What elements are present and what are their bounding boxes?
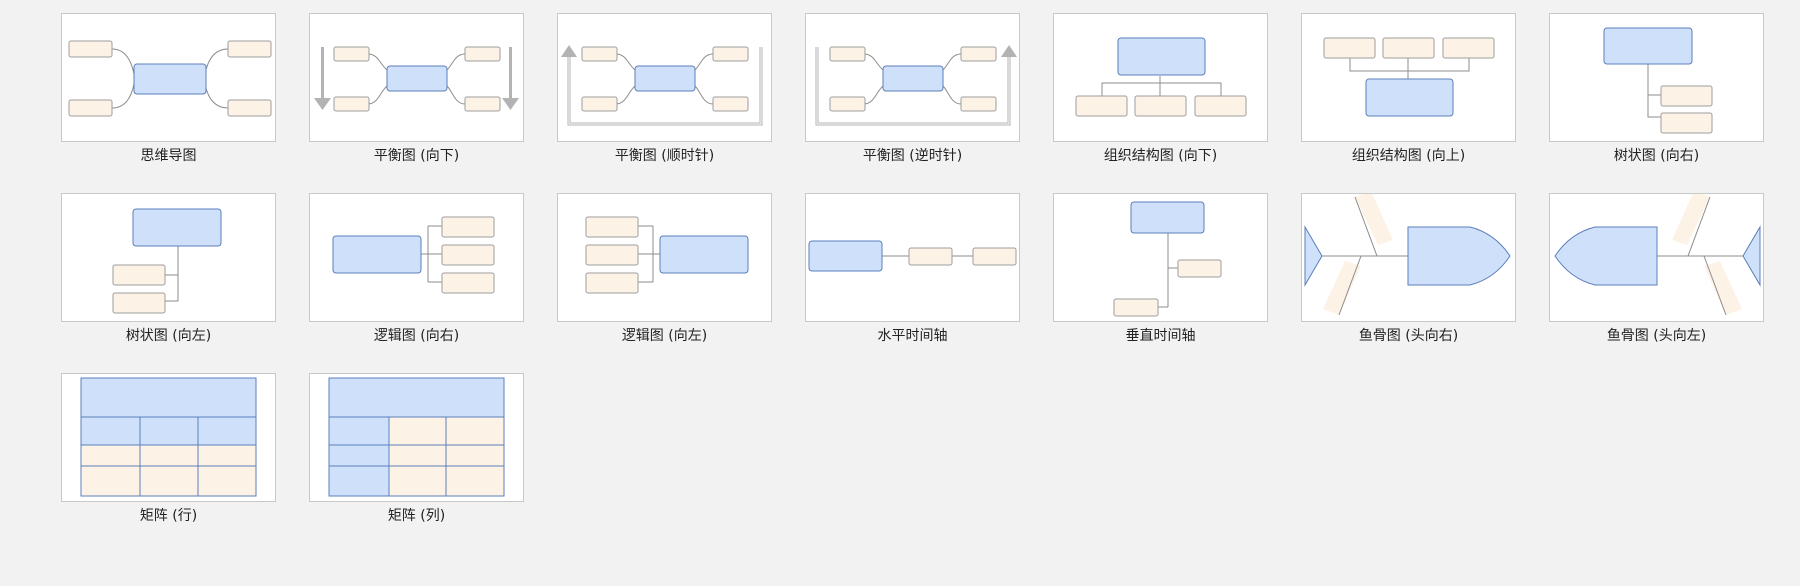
template-balance-ccw[interactable]: 平衡图 (逆时针) (805, 13, 1020, 165)
template-label: 矩阵 (列) (387, 508, 446, 524)
template-label: 逻辑图 (向左) (621, 328, 708, 344)
template-matrix-col[interactable]: 矩阵 (列) (309, 373, 524, 525)
template-label: 组织结构图 (向下) (1103, 148, 1218, 164)
thumbnail-timeline-h (805, 193, 1020, 322)
template-tree-left[interactable]: 树状图 (向左) (61, 193, 276, 345)
template-logic-left[interactable]: 逻辑图 (向左) (557, 193, 772, 345)
thumbnail-org-down (1053, 13, 1268, 142)
template-tree-right[interactable]: 树状图 (向右) (1549, 13, 1764, 165)
thumbnail-tree-right (1549, 13, 1764, 142)
thumbnail-matrix-col (309, 373, 524, 502)
template-label: 平衡图 (向下) (373, 148, 460, 164)
template-label: 鱼骨图 (头向左) (1606, 328, 1707, 344)
template-logic-right[interactable]: 逻辑图 (向右) (309, 193, 524, 345)
template-timeline-v[interactable]: 垂直时间轴 (1053, 193, 1268, 345)
template-label: 树状图 (向右) (1613, 148, 1700, 164)
template-org-up[interactable]: 组织结构图 (向上) (1301, 13, 1516, 165)
template-mindmap[interactable]: 思维导图 (61, 13, 276, 165)
template-label: 矩阵 (行) (139, 508, 198, 524)
template-label: 逻辑图 (向右) (373, 328, 460, 344)
template-label: 水平时间轴 (877, 328, 948, 344)
thumbnail-logic-right (309, 193, 524, 322)
thumbnail-logic-left (557, 193, 772, 322)
thumbnail-balance-cw (557, 13, 772, 142)
thumbnail-balance-down (309, 13, 524, 142)
template-matrix-row[interactable]: 矩阵 (行) (61, 373, 276, 525)
template-label: 树状图 (向左) (125, 328, 212, 344)
thumbnail-mindmap (61, 13, 276, 142)
template-timeline-h[interactable]: 水平时间轴 (805, 193, 1020, 345)
template-label: 平衡图 (顺时针) (614, 148, 715, 164)
thumbnail-fishbone-right (1301, 193, 1516, 322)
thumbnail-org-up (1301, 13, 1516, 142)
template-label: 组织结构图 (向上) (1351, 148, 1466, 164)
thumbnail-fishbone-left (1549, 193, 1764, 322)
template-balance-cw[interactable]: 平衡图 (顺时针) (557, 13, 772, 165)
template-fishbone-left[interactable]: 鱼骨图 (头向左) (1549, 193, 1764, 345)
thumbnail-balance-ccw (805, 13, 1020, 142)
template-label: 垂直时间轴 (1125, 328, 1196, 344)
template-label: 思维导图 (140, 148, 197, 164)
template-fishbone-right[interactable]: 鱼骨图 (头向右) (1301, 193, 1516, 345)
thumbnail-timeline-v (1053, 193, 1268, 322)
thumbnail-tree-left (61, 193, 276, 322)
template-balance-down[interactable]: 平衡图 (向下) (309, 13, 524, 165)
template-label: 平衡图 (逆时针) (862, 148, 963, 164)
template-label: 鱼骨图 (头向右) (1358, 328, 1459, 344)
template-grid: 思维导图 平衡图 (向下) (61, 13, 1764, 525)
thumbnail-matrix-row (61, 373, 276, 502)
template-org-down[interactable]: 组织结构图 (向下) (1053, 13, 1268, 165)
